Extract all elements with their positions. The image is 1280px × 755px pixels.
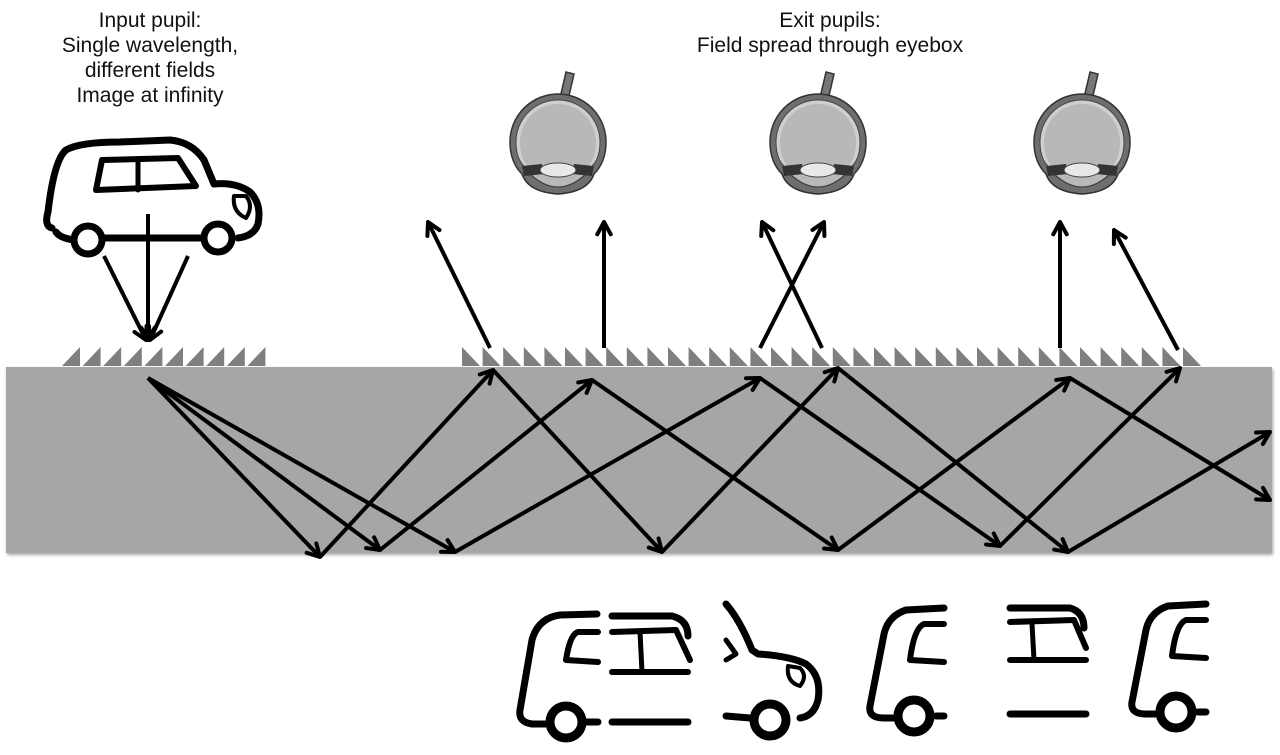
- input-grating: [62, 347, 266, 366]
- arrowhead: [1254, 430, 1272, 447]
- car-rear-fragment: [516, 610, 602, 743]
- arrowhead: [595, 220, 613, 237]
- input-pupil-line-2: different fields: [84, 59, 216, 82]
- light-ray: [998, 366, 1182, 548]
- grating-tooth: [791, 347, 810, 366]
- grating-tooth: [709, 347, 728, 366]
- grating-tooth: [956, 347, 975, 366]
- input-pupil-title: Input pupil:: [98, 9, 202, 32]
- grating-tooth: [977, 347, 995, 366]
- grating-tooth: [62, 347, 80, 366]
- grating-tooth: [853, 347, 872, 366]
- arrowhead: [1051, 220, 1069, 237]
- arrowhead: [1164, 366, 1182, 384]
- arrowhead: [759, 220, 776, 238]
- car-rear-fragment: [1128, 600, 1210, 733]
- light-ray: [1112, 229, 1180, 351]
- grating-tooth: [626, 347, 645, 366]
- ray-paths: [102, 214, 1272, 559]
- light-ray: [590, 378, 840, 552]
- light-ray: [1066, 430, 1272, 554]
- grating-tooth: [123, 347, 142, 366]
- arrowhead: [1111, 228, 1128, 246]
- input-pupil-line-3: Image at infinity: [76, 84, 224, 107]
- grating-tooth: [1141, 347, 1160, 366]
- light-ray: [146, 376, 382, 552]
- car-icon: [43, 136, 263, 258]
- grating-tooth: [82, 347, 101, 366]
- grating-tooth: [165, 347, 183, 366]
- light-ray: [378, 378, 594, 552]
- grating-tooth: [750, 347, 769, 366]
- grating-tooth: [771, 347, 789, 366]
- light-ray: [102, 255, 148, 341]
- waveguide-slab: [6, 367, 1272, 553]
- input-pupil-line-1: Single wavelength,: [61, 34, 239, 57]
- grating-tooth: [482, 347, 501, 366]
- arrowhead: [810, 220, 827, 238]
- grating-tooth: [1038, 347, 1057, 366]
- exit-pupils-title: Exit pupils:: [779, 9, 881, 32]
- car-front-fragment: [722, 600, 823, 741]
- grating-tooth: [144, 347, 163, 366]
- grating-tooth: [997, 347, 1016, 366]
- light-ray: [426, 221, 492, 349]
- arrowhead: [146, 324, 164, 342]
- grating-tooth: [1059, 347, 1078, 366]
- grating-tooth: [915, 347, 934, 366]
- eye-icon: [769, 71, 867, 195]
- light-ray: [1068, 376, 1272, 502]
- grating-tooth: [894, 347, 913, 366]
- output-fragments: [516, 600, 1210, 743]
- grating-tooth: [523, 347, 542, 366]
- grating-tooth: [606, 347, 625, 366]
- arrowhead: [425, 220, 442, 238]
- grating-tooth: [185, 347, 204, 366]
- grating-tooth: [688, 347, 707, 366]
- arrowhead: [1254, 485, 1272, 502]
- grating-tooth: [935, 347, 954, 366]
- grating-tooth: [544, 347, 563, 366]
- grating-tooth: [729, 347, 748, 366]
- light-ray: [454, 376, 761, 554]
- grating-tooth: [503, 347, 522, 366]
- grating-tooth: [565, 347, 583, 366]
- light-ray: [318, 368, 495, 559]
- grating-tooth: [1100, 347, 1119, 366]
- grating-tooth: [1183, 347, 1201, 366]
- grating-tooth: [585, 347, 604, 366]
- eye-icon: [1033, 71, 1131, 195]
- light-ray: [660, 366, 840, 554]
- grating-tooth: [812, 347, 831, 366]
- grating-tooth: [1080, 347, 1098, 366]
- light-ray: [148, 255, 190, 341]
- eye-icon: [509, 71, 607, 195]
- light-ray: [491, 368, 664, 554]
- grating-tooth: [1121, 347, 1140, 366]
- grating-tooth: [668, 347, 686, 366]
- light-ray: [146, 376, 322, 559]
- grating-tooth: [226, 347, 245, 366]
- input-pupil-label: Input pupil: Single wavelength, differen…: [10, 8, 290, 108]
- light-ray: [147, 376, 456, 554]
- car-rear-fragment: [866, 604, 948, 737]
- output-grating: [462, 347, 1201, 366]
- exit-pupils-label: Exit pupils: Field spread through eyebox: [640, 8, 1020, 58]
- car-window-fragment: [608, 612, 693, 726]
- grating-tooth: [874, 347, 892, 366]
- grating-tooth: [206, 347, 225, 366]
- light-ray: [836, 366, 1070, 554]
- light-ray: [836, 376, 1072, 552]
- grating-tooth: [647, 347, 666, 366]
- grating-tooth: [247, 347, 266, 366]
- grating-tooth: [103, 347, 122, 366]
- light-ray: [760, 221, 824, 349]
- exit-pupils-subtitle: Field spread through eyebox: [696, 34, 964, 57]
- car-window-fragment: [1006, 604, 1090, 718]
- grating-tooth: [1018, 347, 1037, 366]
- grating-tooth: [1162, 347, 1181, 366]
- grating-tooth: [462, 347, 480, 366]
- grating-tooth: [832, 347, 851, 366]
